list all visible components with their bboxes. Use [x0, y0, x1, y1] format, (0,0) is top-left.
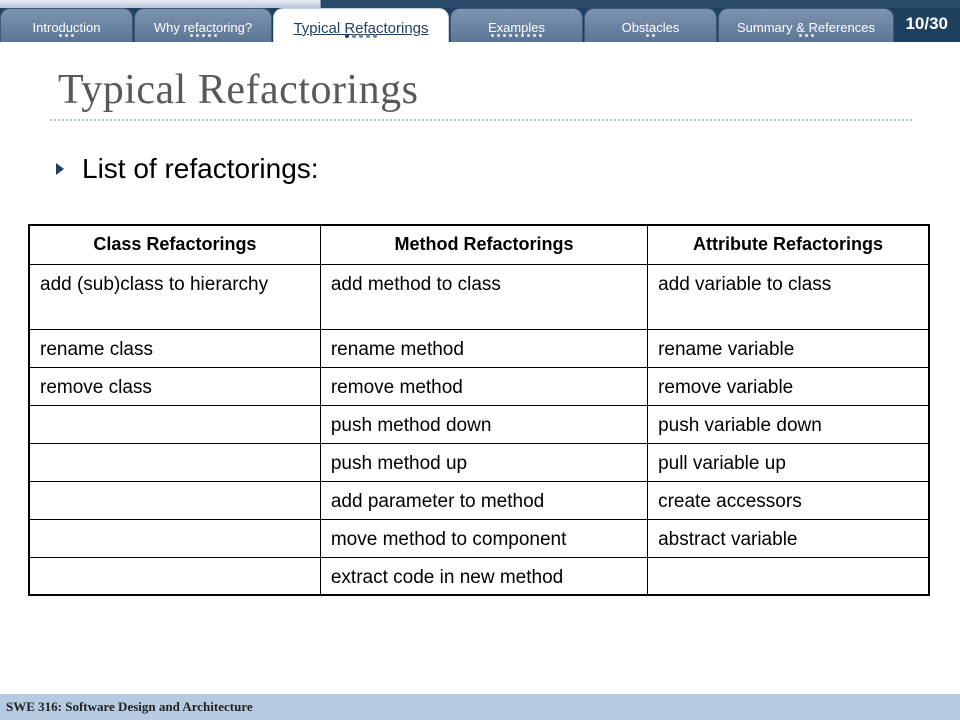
slide-dot[interactable]: [503, 34, 506, 37]
table-cell: remove method: [319, 366, 649, 406]
tab-label: Obstacles: [621, 20, 680, 35]
section-navigation-bar: Introduction Why refactoring? Typical Re…: [0, 0, 960, 42]
slide-dot[interactable]: [352, 34, 356, 38]
slide-dot[interactable]: [359, 34, 363, 38]
slide-dot[interactable]: [515, 34, 518, 37]
table-cell: push method down: [319, 404, 649, 444]
table-cell: add variable to class: [647, 263, 930, 330]
tab-slide-dots: [274, 34, 448, 40]
slide-dot[interactable]: [509, 34, 512, 37]
tab-slide-dots: [451, 34, 582, 40]
title-divider: [50, 119, 912, 121]
slide-counter: 10/30: [905, 14, 948, 33]
table-row: extract code in new method: [28, 556, 930, 596]
table-row: add parameter to method create accessors: [28, 480, 930, 520]
slide-dot[interactable]: [71, 34, 74, 37]
slide-dot[interactable]: [521, 34, 524, 37]
tab-obstacles[interactable]: Obstacles: [584, 8, 717, 42]
slide-dot[interactable]: [810, 34, 814, 37]
tab-label: Summary & References: [737, 20, 875, 35]
column-header-class: Class Refactorings: [28, 224, 321, 265]
table-row: push method up pull variable up: [28, 442, 930, 482]
tab-slide-dots: [135, 34, 271, 40]
slide-dot[interactable]: [345, 34, 349, 38]
slide-dot[interactable]: [798, 34, 802, 37]
slide-dot[interactable]: [59, 34, 62, 37]
slide-dot[interactable]: [652, 34, 655, 37]
table-cell: remove variable: [647, 366, 930, 406]
slide-dot[interactable]: [646, 34, 649, 37]
table-cell: add parameter to method: [319, 480, 649, 520]
table-cell: move method to component: [319, 518, 649, 558]
table-cell: rename class: [28, 328, 321, 368]
table-cell: extract code in new method: [319, 556, 649, 596]
table-row: add (sub)class to hierarchy add method t…: [28, 263, 930, 330]
table-cell: [647, 556, 930, 596]
slide-dot[interactable]: [533, 34, 536, 37]
slide-dot[interactable]: [213, 34, 217, 37]
table-row: rename class rename method rename variab…: [28, 328, 930, 368]
table-cell: [28, 556, 321, 596]
table-cell: [28, 442, 321, 482]
tab-typical-refactorings[interactable]: Typical Refactorings: [273, 8, 449, 42]
slide-dot[interactable]: [207, 34, 211, 37]
course-label: SWE 316: Software Design and Architectur…: [6, 699, 253, 714]
table-row: move method to component abstract variab…: [28, 518, 930, 558]
table-cell: abstract variable: [647, 518, 930, 558]
slide-dot[interactable]: [527, 34, 530, 37]
table-cell: add (sub)class to hierarchy: [28, 263, 321, 330]
column-header-method: Method Refactorings: [319, 224, 649, 265]
tab-introduction[interactable]: Introduction: [0, 8, 133, 42]
tab-why-refactoring[interactable]: Why refactoring?: [134, 8, 272, 42]
table-cell: create accessors: [647, 480, 930, 520]
slide-dot[interactable]: [497, 34, 500, 37]
slide-dot[interactable]: [195, 34, 199, 37]
table-row: push method down push variable down: [28, 404, 930, 444]
tab-slide-dots: [585, 34, 716, 40]
triangle-bullet-icon: [56, 163, 64, 175]
slide-dot[interactable]: [539, 34, 542, 37]
table-cell: push variable down: [647, 404, 930, 444]
bullet-text: List of refactorings:: [82, 153, 319, 184]
slide-dot[interactable]: [65, 34, 68, 37]
table-cell: rename variable: [647, 328, 930, 368]
slide-footer: SWE 316: Software Design and Architectur…: [0, 694, 960, 720]
page-title: Typical Refactorings: [58, 67, 419, 113]
tab-slide-dots: [719, 34, 893, 40]
table-cell: add method to class: [319, 263, 649, 330]
table-cell: [28, 518, 321, 558]
tab-summary-references[interactable]: Summary & References: [718, 8, 894, 42]
slide-dot[interactable]: [491, 34, 494, 37]
column-header-attribute: Attribute Refactorings: [647, 224, 930, 265]
table-header-row: Class Refactorings Method Refactorings A…: [28, 224, 930, 265]
tab-label: Examples: [487, 20, 546, 35]
tab-label: Typical Refactorings: [293, 20, 429, 37]
tab-label: Why refactoring?: [153, 20, 253, 35]
slide-dot[interactable]: [366, 34, 370, 38]
progress-fill: [0, 0, 321, 8]
tab-examples[interactable]: Examples: [450, 8, 583, 42]
table-cell: pull variable up: [647, 442, 930, 482]
slide-dot[interactable]: [201, 34, 205, 37]
table-cell: rename method: [319, 328, 649, 368]
slide-dot[interactable]: [373, 34, 377, 38]
progress-strip: [0, 0, 960, 8]
refactorings-table: Class Refactorings Method Refactorings A…: [28, 224, 930, 596]
table-cell: [28, 404, 321, 444]
slide-dot[interactable]: [804, 34, 808, 37]
table-cell: push method up: [319, 442, 649, 482]
table-cell: [28, 480, 321, 520]
tab-label: Introduction: [32, 20, 101, 35]
slide-dot[interactable]: [189, 34, 193, 37]
tab-slide-dots: [1, 34, 132, 40]
table-cell: remove class: [28, 366, 321, 406]
table-row: remove class remove method remove variab…: [28, 366, 930, 406]
